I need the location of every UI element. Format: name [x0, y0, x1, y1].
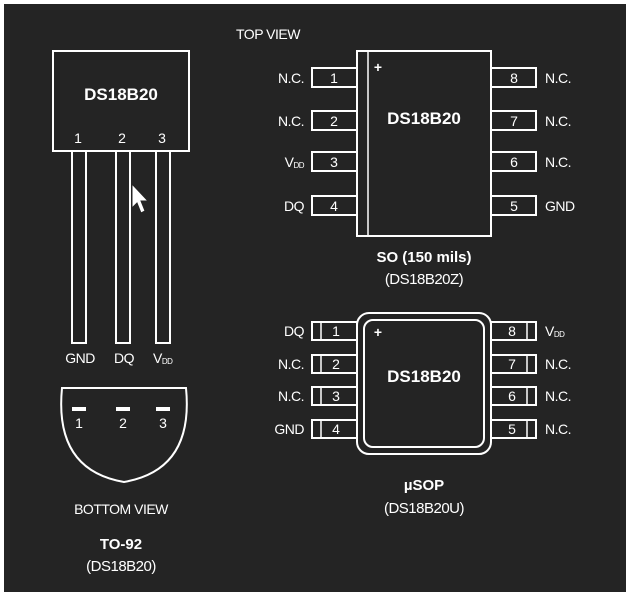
usop-package-name: µSOP [404, 477, 444, 494]
usop-pin-name-8: VDD [545, 323, 565, 339]
so8-pin-name-2: N.C. [278, 113, 304, 129]
usop-pin-4 [311, 419, 358, 439]
usop-pin-3 [311, 386, 358, 406]
to92-pin-name-dq: DQ [114, 350, 135, 366]
so8-pin-7 [490, 110, 537, 131]
usop-pin-name-3: N.C. [278, 388, 304, 404]
to92-package: DS18B20 1 2 3 GND DQ VDD 1 2 3 BOTTOM VI… [52, 50, 190, 575]
so8-pin-1 [311, 67, 358, 88]
so8-pin-6 [490, 151, 537, 172]
to92-pin-number-3: 3 [158, 130, 166, 146]
usop-pin-7 [490, 354, 537, 374]
usop-pin-number-4: 4 [332, 421, 340, 437]
usop-pin-number-2: 2 [332, 356, 340, 372]
usop-body-outer [356, 312, 492, 455]
to92-bottom-number-3: 3 [159, 415, 167, 431]
usop-pin-name-2: N.C. [278, 356, 304, 372]
to92-pin-name-gnd: GND [65, 350, 95, 366]
so8-pin-name-7: N.C. [545, 113, 571, 129]
usop-pin-name-7: N.C. [545, 356, 571, 372]
so8-pin-name-1: N.C. [278, 70, 304, 86]
usop-pin1-marker: + [374, 324, 382, 340]
so8-pin-number-7: 7 [510, 113, 518, 129]
usop-part-number: (DS18B20U) [384, 500, 465, 517]
so8-pin-name-8: N.C. [545, 70, 571, 86]
so8-chip-label: DS18B20 [387, 109, 461, 128]
so8-pin-number-5: 5 [510, 198, 518, 214]
bottom-view-label: BOTTOM VIEW [74, 501, 169, 517]
usop-package: + DS18B20 1 DQ 2 N.C. 3 N.C. 4 GND 8 VDD… [274, 312, 572, 517]
to92-bottom-outline [60, 387, 188, 484]
so8-pin-4 [311, 195, 358, 216]
so8-pin-2 [311, 110, 358, 131]
diagram-background [4, 4, 626, 592]
so8-pin1-marker: + [374, 59, 382, 75]
to92-package-name: TO-92 [100, 536, 142, 553]
so8-pin-name-5: GND [545, 198, 575, 214]
so8-package-name: SO (150 mils) [376, 249, 471, 266]
so8-pin-number-8: 8 [510, 70, 518, 86]
to92-lead-2 [115, 150, 131, 344]
usop-pin-name-6: N.C. [545, 388, 571, 404]
so8-pin-number-4: 4 [330, 198, 338, 214]
to92-bottom-pad-2 [116, 407, 130, 411]
so8-pin-number-1: 1 [330, 70, 338, 86]
so8-pin-number-2: 2 [330, 113, 338, 129]
to92-lead-1 [71, 150, 87, 344]
top-view-label: TOP VIEW [236, 26, 301, 42]
to92-bottom-number-1: 1 [75, 415, 83, 431]
to92-lead-3 [155, 150, 171, 344]
usop-pin-name-4: GND [274, 421, 304, 437]
to92-part-number: (DS18B20) [86, 558, 156, 575]
to92-bottom-number-2: 2 [119, 415, 127, 431]
to92-pin-number-1: 1 [74, 130, 82, 146]
so8-pin-3 [311, 151, 358, 172]
usop-chip-label: DS18B20 [387, 367, 461, 386]
usop-pin-8 [490, 321, 537, 341]
usop-pin-number-5: 5 [508, 421, 516, 437]
usop-pin-name-1: DQ [284, 323, 305, 339]
usop-pin-number-3: 3 [332, 388, 340, 404]
to92-chip-label: DS18B20 [84, 85, 158, 104]
usop-pin-2 [311, 354, 358, 374]
so8-pin-name-3: VDD [285, 154, 305, 170]
arrow-cursor-icon [131, 182, 150, 214]
so8-pin-name-6: N.C. [545, 154, 571, 170]
so8-body [356, 50, 492, 237]
usop-pin-number-1: 1 [332, 323, 340, 339]
so8-part-number: (DS18B20Z) [385, 271, 464, 288]
usop-pin-number-8: 8 [508, 323, 516, 339]
usop-pin-number-6: 6 [508, 388, 516, 404]
usop-pin-1 [311, 321, 358, 341]
usop-pin-5 [490, 419, 537, 439]
so8-package: + DS18B20 1 N.C. 2 N.C. 3 VDD 4 DQ 8 N.C… [278, 50, 576, 288]
usop-body-inner [363, 319, 485, 448]
usop-pin-number-7: 7 [508, 356, 516, 372]
to92-pin-number-2: 2 [118, 130, 126, 146]
so8-pin-number-3: 3 [330, 154, 338, 170]
usop-pin-name-5: N.C. [545, 421, 571, 437]
so8-pin-5 [490, 195, 537, 216]
to92-pin-name-vdd: VDD [153, 350, 173, 366]
so8-pin-8 [490, 67, 537, 88]
to92-bottom-pad-1 [72, 407, 86, 411]
so8-pin-name-4: DQ [284, 198, 305, 214]
to92-bottom-pad-3 [156, 407, 170, 411]
so8-pin-number-6: 6 [510, 154, 518, 170]
usop-pin-6 [490, 386, 537, 406]
